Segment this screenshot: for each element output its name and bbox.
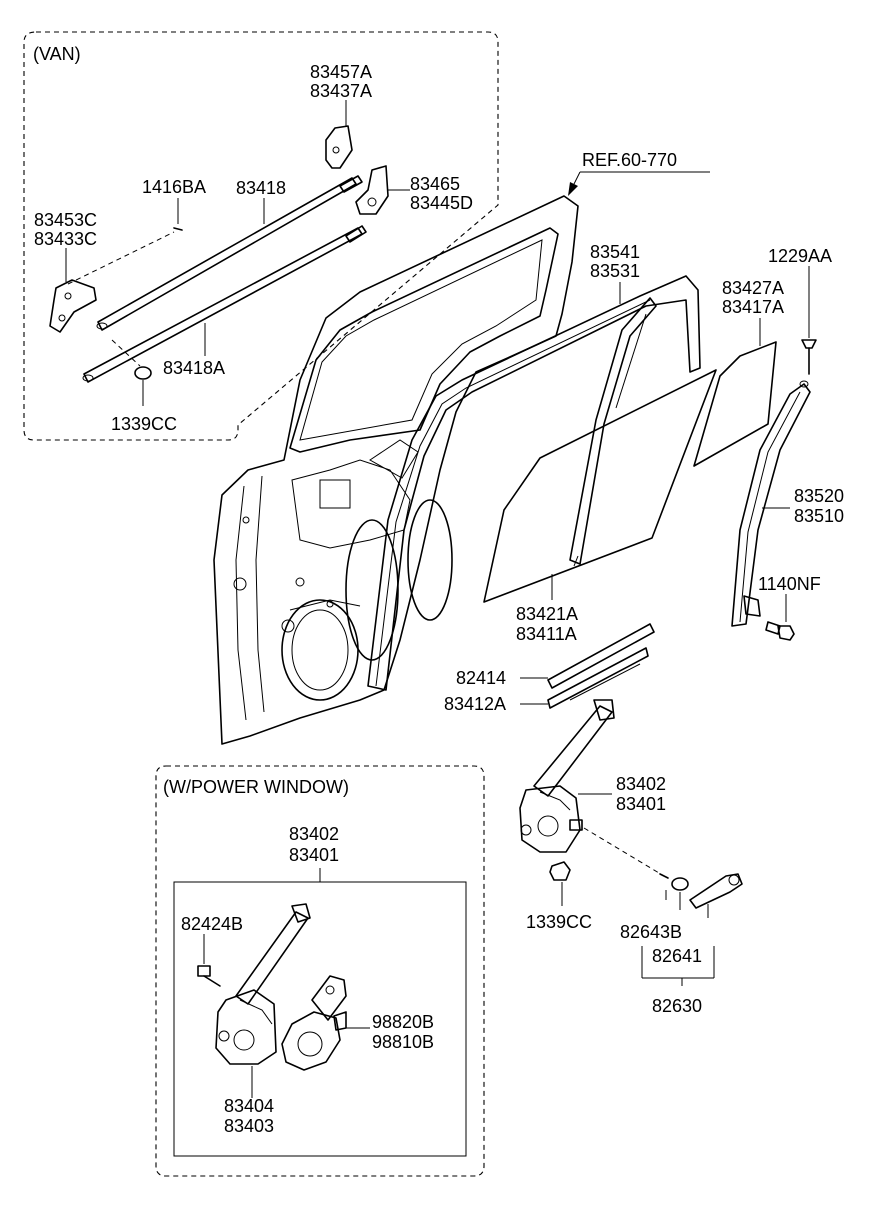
label-98810B: 98810B (372, 1032, 434, 1052)
pin-1416BA (173, 198, 183, 231)
label-82424B: 82424B (181, 914, 243, 934)
label-83402-pw: 83402 (289, 824, 339, 844)
label-83402-right: 83402 (616, 774, 666, 794)
ref-pointer (568, 171, 710, 196)
label-1339CC-bottom: 1339CC (526, 912, 592, 932)
label-83510: 83510 (794, 506, 844, 526)
label-1140NF: 1140NF (758, 574, 821, 594)
label-82643B: 82643B (620, 922, 682, 942)
van-group: (VAN) 83457A 83437A 83465 83445D (23, 31, 499, 441)
rear-channel (731, 380, 811, 627)
label-83401-right: 83401 (616, 794, 666, 814)
power-window-label: (W/POWER WINDOW) (163, 777, 349, 797)
label-1229AA: 1229AA (768, 246, 832, 266)
label-83421A: 83421A (516, 604, 578, 624)
label-83404: 83404 (224, 1096, 274, 1116)
label-83401-pw: 83401 (289, 845, 339, 865)
label-82630: 82630 (652, 996, 702, 1016)
label-83417A: 83417A (722, 297, 784, 317)
van-group-label: (VAN) (33, 44, 81, 64)
window-motor (281, 975, 370, 1071)
door-glass (483, 369, 717, 603)
ref-label: REF.60-770 (582, 150, 677, 170)
screw-1229AA (801, 266, 817, 375)
power-regulator (215, 903, 311, 1065)
door-panel (213, 195, 579, 745)
manual-regulator (519, 699, 615, 853)
quarter-glass (693, 318, 777, 467)
label-83403: 83403 (224, 1116, 274, 1136)
label-83465: 83465 (410, 174, 460, 194)
label-98820B: 98820B (372, 1012, 434, 1032)
label-83437A: 83437A (310, 81, 372, 101)
label-83427A: 83427A (722, 278, 784, 298)
run-channel (367, 275, 701, 691)
bolt-82424B (197, 934, 221, 987)
bracket-lines-82641 (641, 946, 715, 986)
label-82641: 82641 (652, 946, 702, 966)
label-83433C: 83433C (34, 229, 97, 249)
label-83445D: 83445D (410, 193, 473, 213)
label-82414: 82414 (456, 668, 506, 688)
weatherstrip-83412A (520, 647, 649, 709)
lower-bracket (355, 165, 410, 215)
label-83418: 83418 (236, 178, 286, 198)
label-83412A: 83412A (444, 694, 506, 714)
support-rod-lower (82, 225, 367, 383)
label-83520: 83520 (794, 486, 844, 506)
left-bracket (49, 248, 97, 333)
support-rod-upper (96, 175, 363, 331)
window-handle (659, 873, 743, 918)
nut-top (111, 339, 152, 406)
label-83411A: 83411A (516, 624, 577, 644)
label-83531: 83531 (590, 261, 640, 281)
upper-bracket (325, 100, 353, 169)
label-83541: 83541 (590, 242, 640, 262)
label-83418A: 83418A (163, 358, 225, 378)
power-window-group: (W/POWER WINDOW) 83402 83401 82424B 8340… (155, 765, 485, 1177)
label-1339CC-top: 1339CC (111, 414, 177, 434)
weatherstrip-82414 (520, 623, 655, 689)
label-83457A: 83457A (310, 62, 372, 82)
label-1416BA: 1416BA (142, 177, 206, 197)
nut-bottom (549, 861, 571, 906)
bolt-1140NF (765, 594, 795, 641)
label-83453C: 83453C (34, 210, 97, 230)
